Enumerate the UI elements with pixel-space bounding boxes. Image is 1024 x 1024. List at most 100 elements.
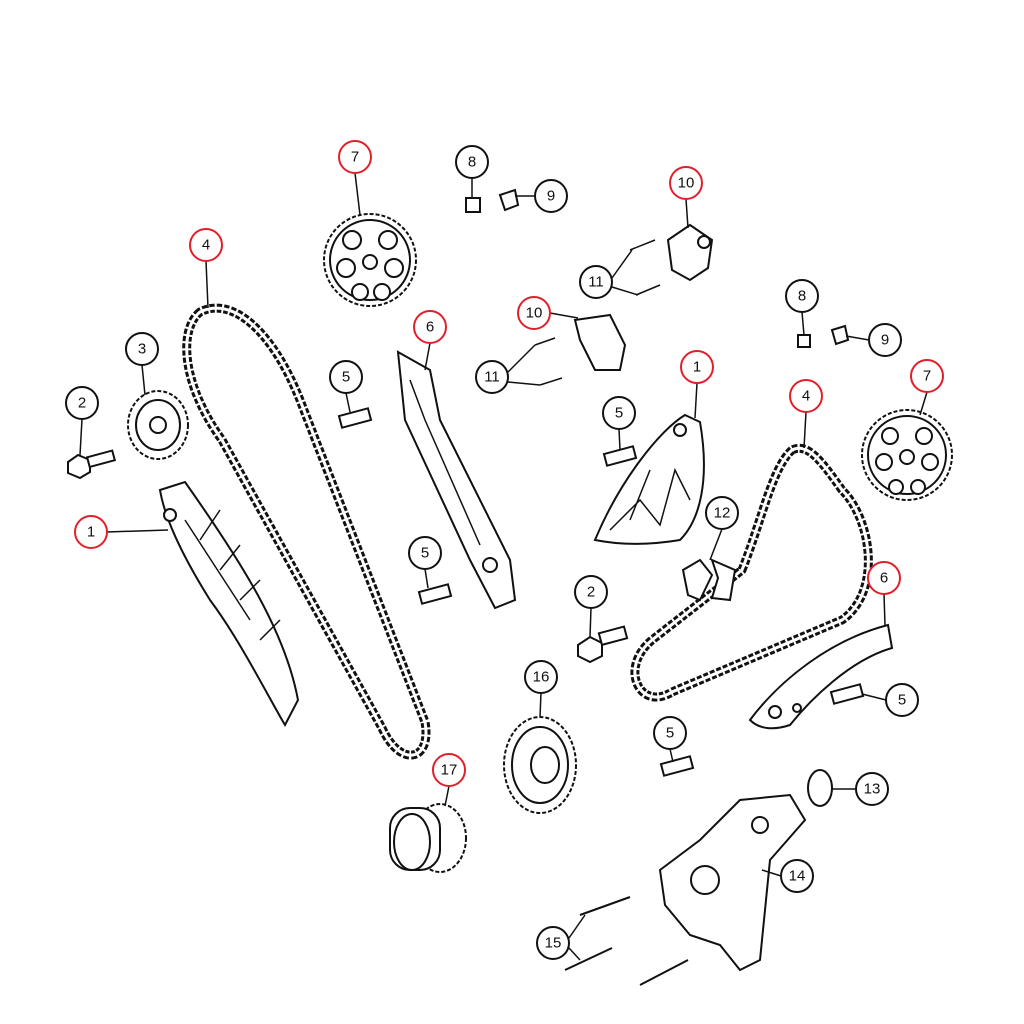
callout-5: 5 [329,360,363,394]
callout-label: 4 [202,237,210,254]
callout-circle [455,145,489,179]
callout-circle [74,515,108,549]
callout-circle [868,323,902,357]
callout-8: 8 [455,145,489,179]
callout-5: 5 [602,396,636,430]
callout-4: 4 [789,379,823,413]
chain-guide-right [593,413,705,545]
callout-circle [780,859,814,893]
parts [67,188,953,986]
callout-label: 11 [484,369,500,386]
callout-label: 4 [802,388,810,405]
callout-label: 10 [526,305,543,322]
camshaft-sprocket-left [323,213,417,307]
bolts [67,188,865,986]
callout-circle [885,683,919,717]
callout-label: 7 [351,149,359,166]
callout-label: 6 [880,570,888,587]
crankshaft-gear [503,716,577,814]
callout-label: 9 [881,332,889,349]
idler-sprocket [127,390,189,460]
callout-16: 16 [524,660,558,694]
callout-6: 6 [413,310,447,344]
callout-circle [408,536,442,570]
callout-circle [602,396,636,430]
callout-5: 5 [885,683,919,717]
o-ring [807,769,833,807]
oil-pump [658,793,807,972]
callout-3: 3 [125,332,159,366]
callout-label: 2 [78,395,86,412]
callout-label: 5 [666,725,674,742]
callout-circle [669,166,703,200]
tensioner-guide-right [748,623,894,730]
timing-chain-left [182,303,431,760]
callout-13: 13 [855,772,889,806]
callout-circle [867,561,901,595]
callout-circle [329,360,363,394]
callout-label: 8 [798,288,806,305]
callout-5: 5 [408,536,442,570]
callout-label: 1 [87,524,95,541]
callout-10: 10 [669,166,703,200]
callout-2: 2 [574,575,608,609]
callout-circle [785,279,819,313]
callout-label: 9 [547,188,555,205]
callout-label: 5 [898,692,906,709]
callout-7: 7 [338,140,372,174]
callout-circle [855,772,889,806]
callout-circle [475,360,509,394]
callout-label: 5 [342,369,350,386]
callout-circle [432,753,466,787]
callout-circle [789,379,823,413]
callout-15: 15 [536,926,570,960]
callout-circle [680,350,714,384]
callout-label: 5 [421,545,429,562]
callout-label: 8 [468,154,476,171]
callout-circle [536,926,570,960]
callout-circle [705,496,739,530]
callout-label: 5 [615,405,623,422]
callout-9: 9 [868,323,902,357]
callout-17: 17 [432,753,466,787]
callout-circle [413,310,447,344]
leader-lines [79,172,928,961]
callout-label: 7 [923,368,931,385]
callout-circle [189,228,223,262]
callout-label: 6 [426,319,434,336]
callout-circle [653,716,687,750]
callout-8: 8 [785,279,819,313]
callout-circle [910,359,944,393]
callout-5: 5 [653,716,687,750]
callout-label: 12 [714,505,731,522]
callout-1: 1 [74,515,108,549]
callout-label: 13 [864,781,881,798]
callout-label: 17 [441,762,458,779]
callout-circle [534,179,568,213]
callout-label: 14 [789,868,806,885]
valve-keepers [681,558,737,602]
chain-tensioner-upper [666,223,714,282]
callout-4: 4 [189,228,223,262]
callout-label: 3 [138,341,146,358]
callout-circle [65,386,99,420]
callout-11: 11 [475,360,509,394]
callout-9: 9 [534,179,568,213]
callout-2: 2 [65,386,99,420]
callout-label: 16 [533,669,550,686]
timing-chain-right [630,443,873,702]
crankshaft-sprocket [389,803,467,873]
callout-label: 2 [587,584,595,601]
callout-label: 11 [588,274,604,291]
callout-circle [524,660,558,694]
callout-11: 11 [579,265,613,299]
callout-label: 15 [545,935,562,952]
callout-circle [517,296,551,330]
callout-1: 1 [680,350,714,384]
callout-12: 12 [705,496,739,530]
callout-circle [574,575,608,609]
chain-guide-left [158,480,300,728]
camshaft-sprocket-right [861,409,953,501]
